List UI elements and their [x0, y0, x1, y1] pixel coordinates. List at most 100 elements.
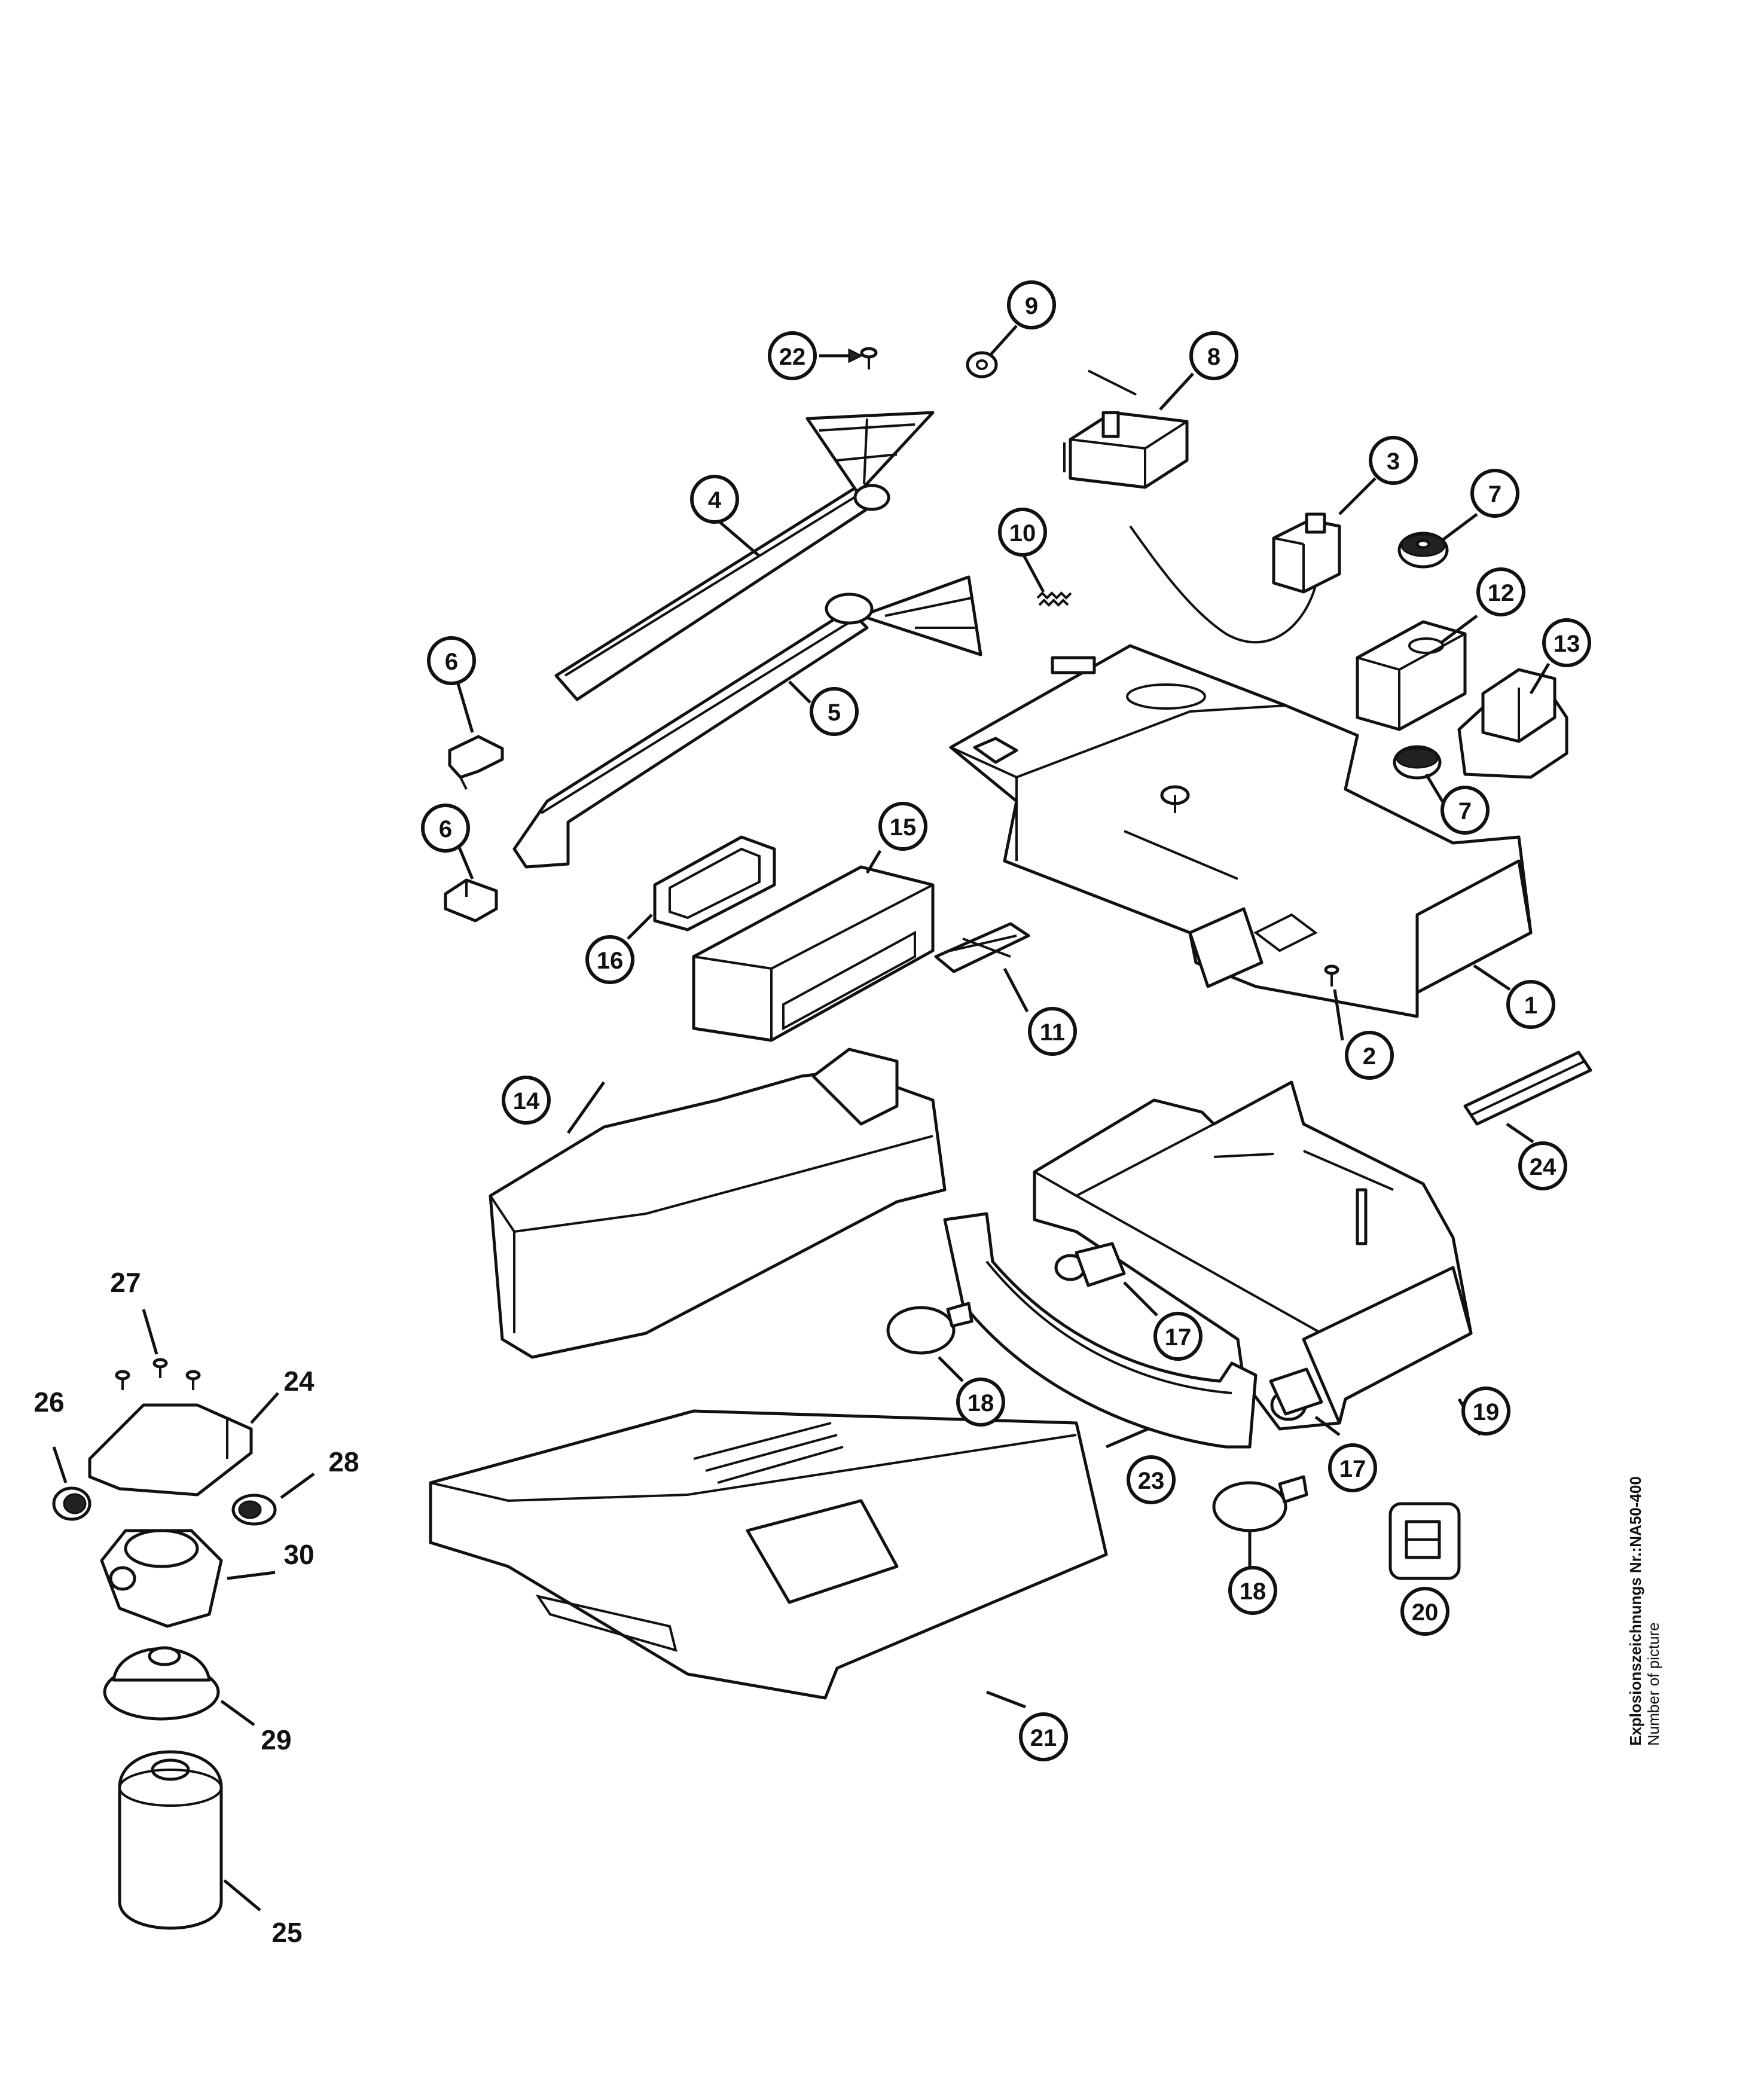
callout-9: 9 — [1007, 280, 1056, 329]
drawing-number-label: Explosionszeichnungs Nr.:NA50-400 Number… — [1626, 1375, 1662, 1746]
callout-16: 16 — [585, 935, 634, 984]
callout-6-lower: 6 — [421, 804, 470, 853]
part-24-trim-strip — [1463, 1050, 1592, 1126]
drawing-number-title: Explosionszeichnungs Nr.:NA50-400 — [1626, 1476, 1644, 1746]
callout-23: 23 — [1127, 1455, 1176, 1504]
callout-16-label: 16 — [597, 948, 624, 974]
part-12-relay-box — [1356, 620, 1467, 731]
part-10-spring — [1036, 591, 1072, 607]
label-28: 28 — [328, 1446, 359, 1477]
label-25: 25 — [271, 1917, 302, 1948]
callout-8-label: 8 — [1207, 344, 1220, 370]
callout-12-label: 12 — [1488, 580, 1515, 606]
callout-19-label: 19 — [1473, 1399, 1500, 1425]
callout-14: 14 — [502, 1076, 551, 1125]
part-24-bracket — [88, 1403, 253, 1497]
callout-4: 4 — [690, 475, 739, 524]
part-8-switch-housing — [1063, 369, 1189, 489]
part-26-fitting — [52, 1486, 91, 1521]
part-7-gear-upper — [1397, 532, 1449, 569]
callout-10-label: 10 — [1009, 520, 1036, 546]
callout-4-label: 4 — [708, 487, 722, 514]
part-27-screws — [115, 1358, 201, 1390]
part-17-socket-upper — [1054, 1242, 1126, 1287]
callout-9-label: 9 — [1025, 293, 1038, 319]
callout-13: 13 — [1542, 618, 1591, 667]
part-15-duct — [692, 865, 935, 1042]
part-13-motor — [1457, 668, 1568, 779]
part-22-screw — [860, 347, 878, 369]
part-4-actuator-arm — [554, 411, 935, 701]
callout-10: 10 — [998, 508, 1047, 557]
part-1-dispenser-housing — [949, 644, 1533, 1018]
callout-1-label: 1 — [1524, 992, 1537, 1019]
label-24-left: 24 — [283, 1366, 315, 1397]
callout-18-lower-label: 18 — [1240, 1578, 1266, 1605]
callout-13-label: 13 — [1554, 631, 1580, 657]
callout-7-lower: 7 — [1441, 786, 1490, 835]
part-23-light-shield — [943, 1212, 1258, 1449]
callout-22: 22 — [768, 331, 817, 380]
part-3-thermostat — [1129, 512, 1341, 644]
callout-17-upper: 17 — [1153, 1312, 1203, 1361]
part-19-tray-assembly — [1033, 1080, 1473, 1431]
callout-2-label: 2 — [1363, 1043, 1376, 1070]
callout-7-upper: 7 — [1470, 469, 1519, 518]
callout-14-label: 14 — [513, 1088, 540, 1114]
callout-1: 1 — [1506, 980, 1555, 1029]
callout-20: 20 — [1400, 1587, 1449, 1636]
callout-18-upper-label: 18 — [968, 1390, 994, 1416]
callout-15-label: 15 — [890, 814, 917, 841]
callout-17-lower: 17 — [1328, 1443, 1377, 1492]
part-21-drip-tray — [429, 1409, 1108, 1700]
callout-3: 3 — [1369, 436, 1418, 485]
part-29-filter-cap — [103, 1646, 220, 1721]
part-30-filter-head — [100, 1529, 223, 1628]
part-16-gasket — [653, 835, 776, 932]
callout-17-upper-label: 17 — [1165, 1324, 1192, 1351]
part-5-actuator-arm — [512, 575, 982, 869]
callout-2: 2 — [1345, 1031, 1394, 1080]
callout-3-label: 3 — [1387, 448, 1400, 475]
callout-17-lower-label: 17 — [1339, 1456, 1366, 1482]
part-18-bulb-lower — [1212, 1475, 1308, 1532]
label-27: 27 — [110, 1267, 141, 1298]
callout-7-upper-label: 7 — [1488, 481, 1501, 508]
part-20-switch — [1388, 1502, 1461, 1580]
callout-11: 11 — [1028, 1007, 1077, 1056]
label-29: 29 — [261, 1724, 291, 1755]
callout-22-label: 22 — [779, 344, 806, 370]
callout-18-lower: 18 — [1228, 1566, 1277, 1615]
part-9-washer — [966, 351, 998, 378]
callout-24-right-label: 24 — [1530, 1154, 1557, 1180]
part-17-socket-lower — [1269, 1367, 1323, 1421]
part-7-gear-lower — [1393, 745, 1442, 780]
callout-5-label: 5 — [828, 700, 841, 726]
callout-15: 15 — [878, 802, 927, 851]
callout-23-label: 23 — [1138, 1468, 1165, 1494]
label-26: 26 — [33, 1387, 64, 1418]
callout-5: 5 — [810, 687, 859, 736]
plain-labels: 27 24 26 28 30 29 25 — [33, 1267, 359, 1948]
callout-20-label: 20 — [1412, 1599, 1439, 1626]
callout-7-lower-label: 7 — [1458, 798, 1472, 824]
callout-12: 12 — [1476, 567, 1525, 616]
callout-6-upper: 6 — [427, 636, 476, 685]
part-28-fitting — [231, 1494, 277, 1526]
part-6-clip-upper — [448, 735, 504, 790]
leader-lines — [52, 325, 1551, 1911]
part-18-bulb-upper — [886, 1302, 973, 1355]
callout-18-upper: 18 — [956, 1378, 1005, 1427]
label-30: 30 — [283, 1539, 314, 1570]
callout-19: 19 — [1461, 1387, 1510, 1436]
part-2-screw — [1324, 964, 1339, 987]
callout-6-lower-label: 6 — [439, 816, 452, 842]
part-14-chute — [489, 1048, 947, 1359]
callout-6-upper-label: 6 — [445, 649, 458, 675]
callout-24-right: 24 — [1518, 1141, 1567, 1190]
callout-21: 21 — [1019, 1712, 1068, 1761]
callout-21-label: 21 — [1030, 1725, 1057, 1751]
callout-8: 8 — [1189, 331, 1238, 380]
part-6-clip-lower — [444, 878, 498, 923]
